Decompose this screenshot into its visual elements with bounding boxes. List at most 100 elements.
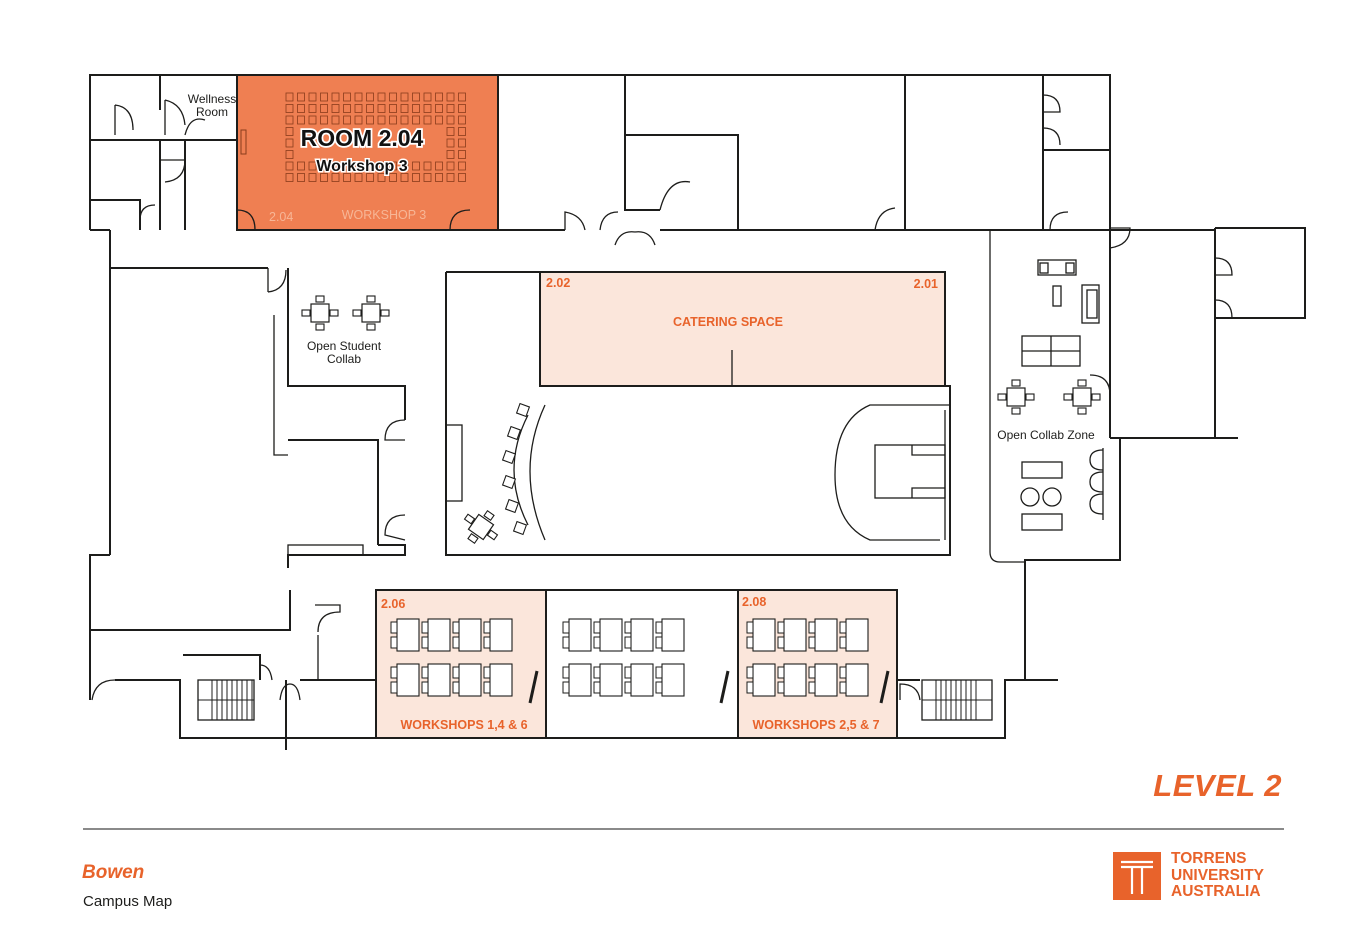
chair-icon [412,92,420,102]
chair-icon [285,104,294,113]
sofa-furniture [1020,259,1104,531]
chair-icon [389,173,397,182]
chair-icon [354,115,363,125]
chair-icon [435,173,443,182]
catering-space-area[interactable] [539,271,946,387]
chair-icon [285,161,294,171]
chair-icon [400,115,409,125]
table-icon [1063,379,1101,415]
table-icon [301,295,339,331]
brand-line-3: AUSTRALIA [1171,883,1261,900]
chair-icon [435,92,443,102]
chair-icon [458,173,466,182]
chair-icon [458,92,466,102]
chair-icon [446,104,455,113]
chair-icon [320,161,328,171]
chair-icon [308,173,317,182]
chair-icon [297,104,305,113]
wellness-room-label-2: Room [196,105,228,119]
room-name-workshop-3: WORKSHOP 3 [342,208,427,222]
chair-icon [412,161,420,171]
campus-name: Bowen [82,862,145,883]
chair-icon [377,161,386,171]
chair-icon [400,161,409,171]
chair-icon [423,104,432,113]
chair-icon [423,115,432,125]
chair-icon [458,104,466,113]
chair-icon [423,173,432,182]
footer-divider [83,828,1284,830]
chair-icon [389,104,397,113]
chair-icon [366,115,374,125]
chair-icon [285,127,294,136]
chair-icon [446,138,455,148]
workshops-east-number: 2.08 [742,595,766,609]
chair-icon [366,173,374,182]
chair-icon [435,115,443,125]
workshop-desks [390,618,890,704]
room-2-04-seating [240,92,466,182]
chair-icon [389,92,397,102]
chair-icon [354,173,363,182]
chair-icon [446,161,455,171]
chair-icon [331,104,340,113]
chair-icon [297,173,305,182]
chair-icon [446,150,455,159]
chair-icon [343,92,351,102]
wellness-room-label-1: Wellness [188,92,236,106]
table-icon [301,295,1101,544]
chair-icon [423,161,432,171]
chair-icon [308,104,317,113]
chair-icon [354,92,363,102]
door-icon [91,94,1233,701]
chair-icon [331,92,340,102]
chair-icon [297,161,305,171]
open-student-collab-label-2: Collab [327,352,361,366]
chair-icon [389,115,397,125]
chair-icon [412,115,420,125]
workshops-west-label: WORKSHOPS 1,4 & 6 [400,718,527,732]
chair-icon [377,104,386,113]
chair-icon [343,173,351,182]
chair-icon [458,115,466,125]
chair-icon [400,92,409,102]
building-walls [89,74,1306,750]
chair-icon [320,92,328,102]
brand-line-2: UNIVERSITY [1171,866,1265,884]
chair-icon [354,104,363,113]
chair-icon [458,150,466,159]
chair-icon [412,104,420,113]
chair-icon [366,92,374,102]
room-subtitle: Workshop 3 [316,158,407,175]
chair-icon [285,173,294,182]
chair-icon [458,127,466,136]
chair-icon [308,92,317,102]
chair-icon [446,173,455,182]
campus-map-subtitle: Campus Map [83,893,173,910]
tu-logo-icon [1113,852,1161,900]
brand-line-1: TORRENS [1171,850,1247,867]
stair-icon [198,680,992,720]
chair-icon [285,138,294,148]
chair-icon [331,173,340,182]
chair-icon [458,138,466,148]
chair-icon [377,115,386,125]
table-icon [352,295,390,331]
chair-icon [308,161,317,171]
chair-icon [435,161,443,171]
chair-icon [446,92,455,102]
open-student-collab-label-1: Open Student [307,339,382,353]
brand-wordmark: TORRENS UNIVERSITY AUSTRALIA [1171,850,1265,901]
chair-icon [331,115,340,125]
open-collab-zone-label: Open Collab Zone [997,428,1095,442]
chair-icon [400,173,409,182]
chair-icon [297,115,305,125]
chair-icon [285,115,294,125]
chair-icon [389,161,397,171]
chair-icon [366,161,374,171]
chair-icon [331,161,340,171]
bar-stools [501,402,531,536]
chair-icon [343,161,351,171]
chair-icon [297,92,305,102]
chair-icon [343,104,351,113]
